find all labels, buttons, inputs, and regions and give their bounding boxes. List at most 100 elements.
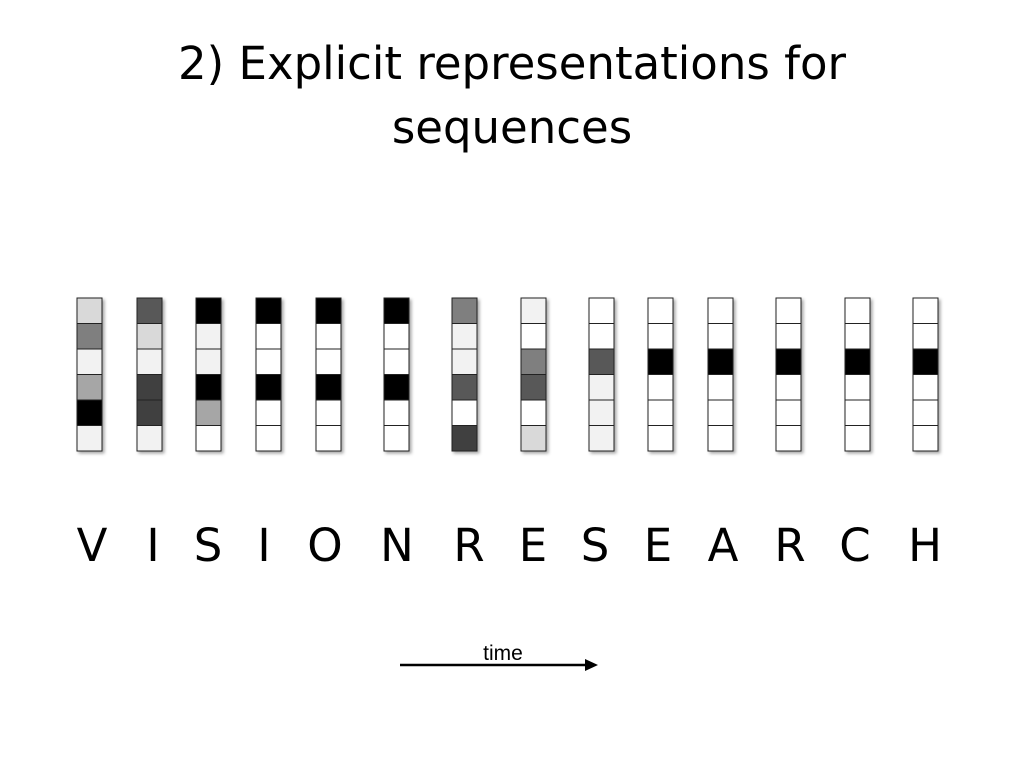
unit-cell xyxy=(520,399,547,426)
unit-cell xyxy=(451,348,478,375)
unit-cell xyxy=(844,323,871,350)
unit-cell xyxy=(136,348,163,375)
unit-cell xyxy=(451,399,478,426)
sequence-letter: A xyxy=(708,519,739,572)
unit-cell xyxy=(707,425,734,452)
unit-cell xyxy=(255,323,282,350)
representation-column xyxy=(912,297,939,452)
unit-cell xyxy=(315,399,342,426)
unit-cell xyxy=(647,425,674,452)
unit-cell xyxy=(255,348,282,375)
unit-cell xyxy=(707,348,734,375)
unit-cell xyxy=(451,374,478,401)
unit-cell xyxy=(647,374,674,401)
unit-cell xyxy=(255,297,282,324)
unit-cell xyxy=(520,348,547,375)
unit-cell xyxy=(383,399,410,426)
sequence-letter: S xyxy=(194,519,223,572)
unit-cell xyxy=(195,323,222,350)
unit-cell xyxy=(912,374,939,401)
unit-cell xyxy=(844,374,871,401)
unit-cell xyxy=(912,323,939,350)
unit-cell xyxy=(520,323,547,350)
unit-cell xyxy=(255,374,282,401)
unit-cell xyxy=(775,348,802,375)
unit-cell xyxy=(315,323,342,350)
representation-column xyxy=(195,297,222,452)
unit-cell xyxy=(520,374,547,401)
unit-cell xyxy=(76,323,103,350)
unit-cell xyxy=(136,374,163,401)
unit-cell xyxy=(588,323,615,350)
unit-cell xyxy=(195,425,222,452)
unit-cell xyxy=(844,348,871,375)
unit-cell xyxy=(775,323,802,350)
sequence-letter: I xyxy=(146,519,159,572)
unit-cell xyxy=(315,297,342,324)
unit-cell xyxy=(912,425,939,452)
representation-column xyxy=(76,297,103,452)
unit-cell xyxy=(383,297,410,324)
unit-cell xyxy=(195,399,222,426)
unit-cell xyxy=(912,399,939,426)
time-arrow: time xyxy=(400,642,598,671)
representation-column xyxy=(707,297,734,452)
unit-cell xyxy=(912,348,939,375)
sequence-letter: C xyxy=(839,519,870,572)
title-line-2: sequences xyxy=(391,101,633,154)
representation-column xyxy=(647,297,674,452)
sequence-letter: O xyxy=(307,519,342,572)
unit-cell xyxy=(707,297,734,324)
unit-cell xyxy=(451,425,478,452)
unit-cell xyxy=(255,425,282,452)
unit-cell xyxy=(255,399,282,426)
unit-cell xyxy=(588,348,615,375)
representation-column xyxy=(255,297,282,452)
unit-cell xyxy=(588,425,615,452)
unit-cell xyxy=(315,348,342,375)
unit-cell xyxy=(707,374,734,401)
unit-cell xyxy=(647,399,674,426)
unit-cell xyxy=(383,425,410,452)
time-label: time xyxy=(483,642,523,665)
unit-cell xyxy=(383,348,410,375)
unit-cell xyxy=(76,348,103,375)
sequence-letter: N xyxy=(380,519,414,572)
unit-cell xyxy=(136,323,163,350)
unit-cell xyxy=(451,297,478,324)
unit-cell xyxy=(383,374,410,401)
unit-cell xyxy=(775,297,802,324)
unit-cell xyxy=(588,297,615,324)
unit-cell xyxy=(520,425,547,452)
unit-cell xyxy=(775,374,802,401)
sequence-letter: E xyxy=(519,519,547,572)
title-line-1: 2) Explicit representations for xyxy=(178,37,846,90)
unit-cell xyxy=(588,399,615,426)
unit-cell xyxy=(844,425,871,452)
unit-cell xyxy=(647,297,674,324)
unit-cell xyxy=(588,374,615,401)
sequence-letter: E xyxy=(644,519,672,572)
unit-cell xyxy=(707,323,734,350)
time-arrow-head xyxy=(585,659,598,671)
unit-cell xyxy=(136,297,163,324)
unit-cell xyxy=(315,425,342,452)
unit-cell xyxy=(315,374,342,401)
sequence-letter: R xyxy=(453,519,484,572)
unit-cell xyxy=(136,425,163,452)
representation-column xyxy=(383,297,410,452)
representation-column xyxy=(588,297,615,452)
unit-cell xyxy=(912,297,939,324)
unit-cell xyxy=(451,323,478,350)
unit-cell xyxy=(195,348,222,375)
unit-cell xyxy=(76,374,103,401)
unit-cell xyxy=(76,425,103,452)
sequence-letter: I xyxy=(257,519,270,572)
representation-column xyxy=(315,297,342,452)
unit-cell xyxy=(520,297,547,324)
representation-columns xyxy=(76,297,939,452)
unit-cell xyxy=(195,374,222,401)
representation-column xyxy=(775,297,802,452)
